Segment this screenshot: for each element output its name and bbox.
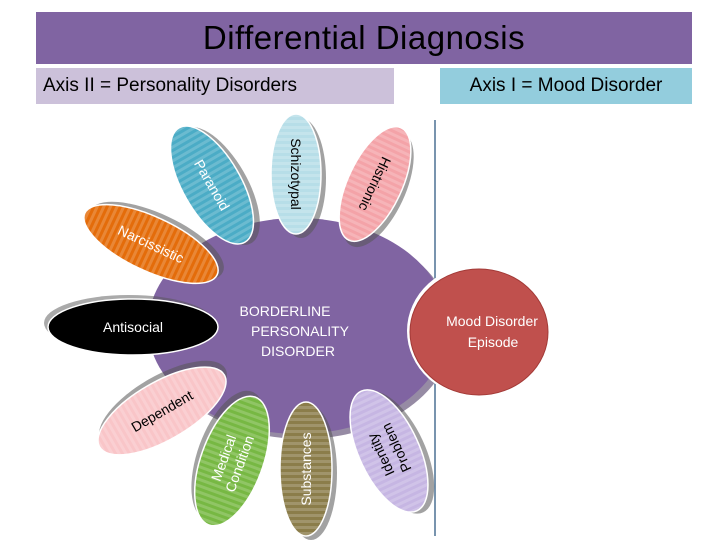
center-label-line3: DISORDER (261, 343, 335, 359)
axis-i-label: Axis I = Mood Disorder (440, 68, 692, 104)
center-label-line1: BORDERLINE (239, 303, 330, 319)
petal-histrionic: Histrionic (338, 125, 414, 248)
petal-antisocial-label: Antisocial (103, 319, 163, 335)
petal-medical-condition: Medical Condition (191, 390, 271, 527)
petal-antisocial: Antisocial (44, 295, 219, 356)
petal-schizotypal-label: Schizotypal (288, 138, 304, 210)
petal-substances: Substances (279, 401, 337, 540)
page-title: Differential Diagnosis (36, 12, 692, 64)
mood-label-line1: Mood Disorder (446, 313, 538, 329)
mood-disorder-circle (407, 264, 553, 398)
petal-identity-problem: Identity Problem (349, 389, 435, 514)
petal-substances-label: Substances (298, 432, 314, 505)
axis-ii-label: Axis II = Personality Disorders (36, 68, 394, 104)
petal-paranoid: Paranoid (169, 125, 260, 245)
petal-dependent: Dependent (97, 360, 227, 456)
petal-narcissistic: Narcissistic (83, 201, 224, 285)
mood-label-line2: Episode (468, 334, 519, 350)
center-label-line2: PERSONALITY (251, 323, 350, 339)
petal-schizotypal: Schizotypal (270, 113, 326, 238)
